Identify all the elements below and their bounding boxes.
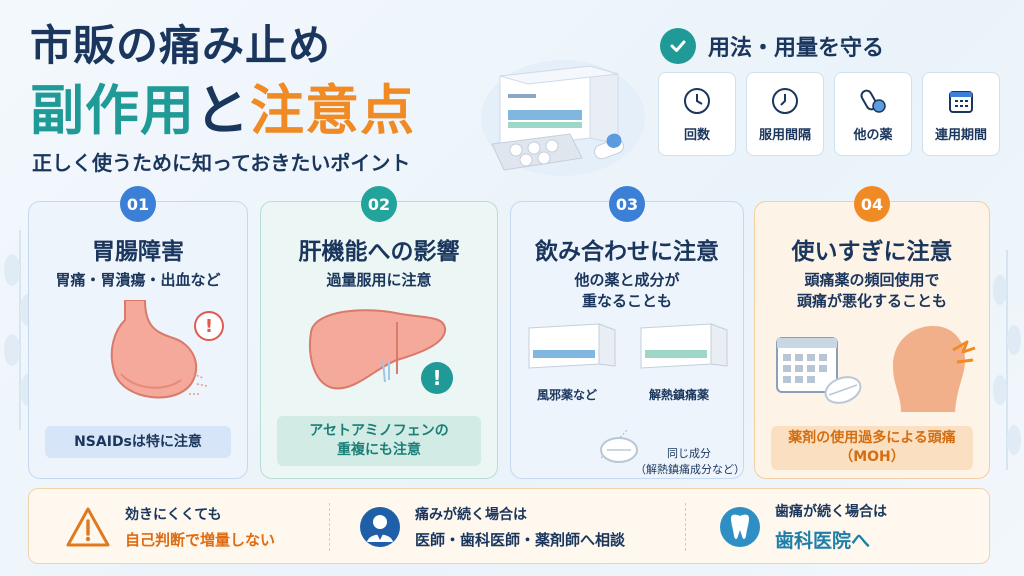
panel-subtitle-line2: 重なることも xyxy=(581,292,672,310)
pills-icon xyxy=(860,89,886,113)
usage-card-other-medicine: 他の薬 xyxy=(834,72,912,156)
panel-title: 肝機能への影響 xyxy=(298,239,460,265)
divider xyxy=(685,503,686,551)
advice-consult: 痛みが続く場合は 医師・歯科医師・薬剤師へ相談 xyxy=(359,489,625,565)
panel-note-line2: （解熱鎮痛成分など） xyxy=(635,463,745,476)
usage-header: 用法・用量を守る xyxy=(660,28,884,64)
leaf-decoration-right xyxy=(993,250,1021,470)
usage-title: 用法・用量を守る xyxy=(708,36,885,61)
panel-note-line1: 同じ成分 xyxy=(667,447,711,460)
tooth-icon xyxy=(720,507,760,547)
medicine-boxes-icon xyxy=(528,323,728,369)
title-precautions: 注意点 xyxy=(250,79,415,142)
svg-text:!: ! xyxy=(205,316,213,337)
pill-icon xyxy=(600,429,638,463)
panel-number-badge: 02 xyxy=(361,186,397,222)
check-icon xyxy=(660,28,696,64)
panel-note: NSAIDsは特に注意 xyxy=(45,426,231,458)
panel-subtitle-line1: 頭痛薬の頻回使用で xyxy=(804,271,940,289)
panel-title: 胃腸障害 xyxy=(92,239,184,265)
svg-text:!: ! xyxy=(432,366,441,390)
panel-note: アセトアミノフェンの 重複にも注意 xyxy=(277,416,481,466)
panel-subtitle: 胃痛・胃潰瘍・出血など xyxy=(55,271,221,289)
panel-title: 使いすぎに注意 xyxy=(791,239,953,265)
warning-icon xyxy=(66,507,110,547)
title-side-effects: 副作用 xyxy=(30,79,195,142)
advice-line2: 歯科医院へ xyxy=(775,530,871,552)
advice-line1: 歯痛が続く場合は xyxy=(775,504,887,520)
divider xyxy=(329,503,330,551)
panel-note-line2: 重複にも注意 xyxy=(337,442,421,458)
calendar-pill-icon xyxy=(776,337,862,404)
panel-subtitle-line2: 頭痛が悪化することも xyxy=(796,292,947,310)
usage-card-label: 服用間隔 xyxy=(758,127,811,143)
medicine-box-illustration xyxy=(481,60,645,176)
panel-note-line1: アセトアミノフェンの xyxy=(309,423,449,439)
panel-title: 飲み合わせに注意 xyxy=(535,239,719,265)
usage-card-interval: 服用間隔 xyxy=(746,72,824,156)
advice-no-self-increase: 効きにくくても 自己判断で増量しない xyxy=(65,489,275,565)
advice-line2: 医師・歯科医師・薬剤師へ相談 xyxy=(415,531,626,549)
usage-card-label: 連用期間 xyxy=(934,127,987,143)
panel-note-line1: 薬剤の使用過多による頭痛 xyxy=(788,430,956,446)
panel-note: 同じ成分 （解熱鎮痛成分など） xyxy=(635,446,745,478)
title-connector: と xyxy=(195,79,250,142)
advice-line2: 自己判断で増量しない xyxy=(125,531,276,549)
panel-number-badge: 01 xyxy=(120,186,156,222)
headache-head-icon xyxy=(893,326,976,412)
doctor-icon xyxy=(360,507,400,547)
panel-overuse: 使いすぎに注意 頭痛薬の頻回使用で 頭痛が悪化することも 薬剤の使用過多による頭… xyxy=(754,201,990,479)
panel-subtitle: 頭痛薬の頻回使用で 頭痛が悪化することも xyxy=(755,270,989,312)
usage-card-count: 回数 xyxy=(658,72,736,156)
label-cold-medicine: 風邪薬など xyxy=(537,388,598,402)
page-title-line1: 市販の痛み止め xyxy=(30,21,332,70)
calendar-icon xyxy=(949,90,973,113)
panel-number-badge: 03 xyxy=(609,186,645,222)
panel-note: 薬剤の使用過多による頭痛 （MOH） xyxy=(771,426,973,470)
stomach-icon: ! xyxy=(110,300,224,399)
advice-line1: 効きにくくても xyxy=(125,507,222,523)
clock-icon xyxy=(684,87,710,114)
panel-subtitle-line1: 他の薬と成分が xyxy=(574,271,680,289)
page-subtitle: 正しく使うために知っておきたいポイント xyxy=(32,151,411,175)
panel-gastro: 胃腸障害 胃痛・胃潰瘍・出血など ! NSAIDsは特に注意 xyxy=(28,201,248,479)
advice-dentist: 歯痛が続く場合は 歯科医院へ xyxy=(719,489,887,565)
usage-cards: 回数 服用間隔 他の薬 連用期間 xyxy=(658,72,1000,156)
panel-liver: 肝機能への影響 過量服用に注意 ! アセトアミノフェンの 重複にも注意 xyxy=(260,201,498,479)
usage-card-label: 回数 xyxy=(683,127,710,143)
panel-number-badge: 04 xyxy=(854,186,890,222)
panel-subtitle: 他の薬と成分が 重なることも xyxy=(511,270,743,312)
advice-line1: 痛みが続く場合は xyxy=(415,507,527,523)
label-analgesic: 解熱鎮痛薬 xyxy=(649,388,710,402)
usage-card-label: 他の薬 xyxy=(853,127,893,143)
panel-subtitle: 過量服用に注意 xyxy=(326,271,432,289)
page-title-line2: 副作用と注意点 xyxy=(30,66,415,145)
panel-note-line2: （MOH） xyxy=(839,449,905,465)
clock-icon xyxy=(772,87,798,114)
bottom-advice-bar: 効きにくくても 自己判断で増量しない 痛みが続く場合は 医師・歯科医師・薬剤師へ… xyxy=(28,488,990,564)
liver-icon: ! xyxy=(309,309,453,394)
usage-card-duration: 連用期間 xyxy=(922,72,1000,156)
panel-interactions: 飲み合わせに注意 他の薬と成分が 重なることも 風邪薬など 解熱鎮痛薬 同じ成分… xyxy=(510,201,745,479)
